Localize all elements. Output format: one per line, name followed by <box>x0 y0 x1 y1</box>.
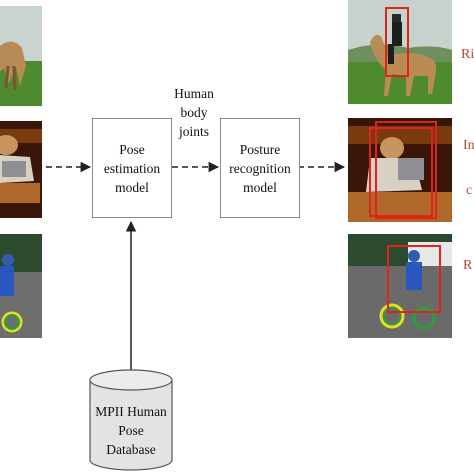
human-body-joints-label: Human body joints <box>174 86 214 139</box>
output-image-bicycle <box>348 234 452 338</box>
output-image-horse <box>348 0 452 104</box>
posture-recognition-box: Posture recognition model <box>220 118 300 218</box>
database-cylinder <box>89 369 173 471</box>
output-image-laptop <box>348 118 452 222</box>
output-label-4: R <box>463 258 473 273</box>
output-label-1: Ri <box>461 47 474 62</box>
output-label-2: In <box>463 138 474 153</box>
output-label-3: c <box>466 183 473 198</box>
database-label: MPII Human Pose Database <box>95 404 167 457</box>
input-image-bicycle <box>0 234 42 338</box>
input-image-horse <box>0 6 42 106</box>
pose-estimation-box: Pose estimation model <box>92 118 172 218</box>
input-image-laptop <box>0 121 42 218</box>
